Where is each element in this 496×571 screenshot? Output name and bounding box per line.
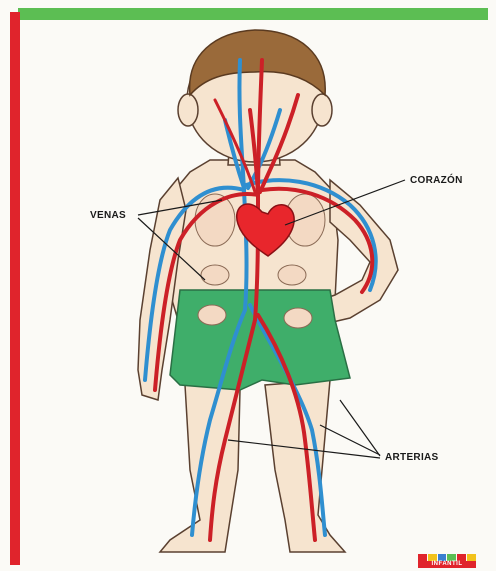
logo-text: INFANTIL (418, 561, 476, 568)
left-ear (178, 94, 198, 126)
publisher-logo: INFANTIL (418, 554, 476, 568)
venas-label: VENAS (90, 210, 126, 221)
right-kidney (278, 265, 306, 285)
intestine-right (284, 308, 312, 328)
arterias-pointer-3 (340, 400, 380, 456)
corazon-label: CORAZÓN (410, 175, 463, 186)
arterias-label: ARTERIAS (385, 452, 439, 463)
logo-color-blocks (418, 554, 476, 561)
intestine-left (198, 305, 226, 325)
right-ear (312, 94, 332, 126)
shorts (170, 290, 350, 390)
arterias-pointer-1 (320, 425, 380, 455)
left-kidney (201, 265, 229, 285)
